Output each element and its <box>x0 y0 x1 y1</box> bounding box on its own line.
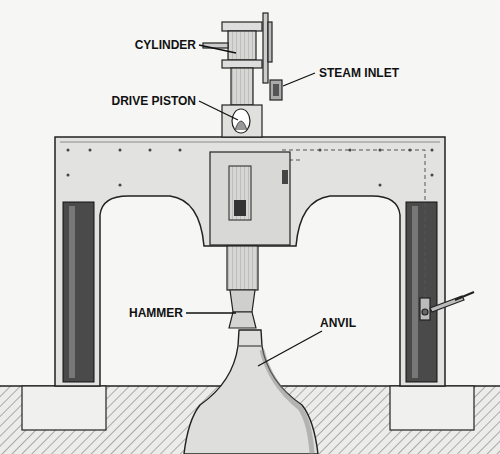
ram <box>227 246 258 290</box>
hammer-head <box>229 312 256 328</box>
leader-lines <box>186 45 322 366</box>
part-label: HAMMER <box>127 306 185 320</box>
anvil <box>184 330 318 454</box>
left-column-window <box>63 202 94 382</box>
part-label: DRIVE PISTON <box>110 94 198 108</box>
drive-piston <box>232 109 250 133</box>
part-label: STEAM INLET <box>317 66 401 80</box>
steam-inlet-valve <box>270 80 282 100</box>
part-label: CYLINDER <box>133 38 198 52</box>
cylinder <box>203 13 272 137</box>
guide-block <box>210 152 290 245</box>
control-lever <box>420 292 474 320</box>
left-footing <box>22 386 106 430</box>
right-column-window <box>406 202 437 382</box>
right-footing <box>390 386 474 430</box>
part-label: ANVIL <box>318 316 358 330</box>
